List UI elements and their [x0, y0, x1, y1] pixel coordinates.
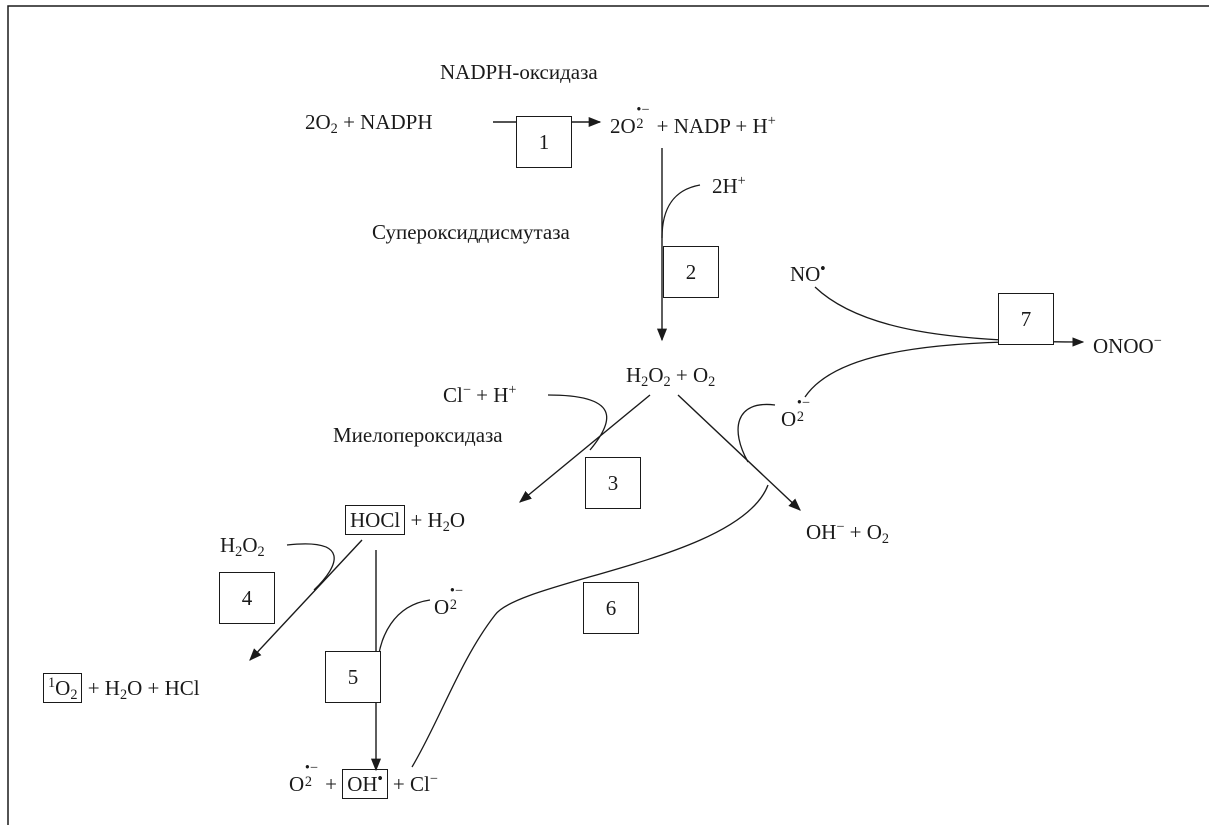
h2o2-left: H2O2 [220, 533, 265, 560]
reactant-o2-nadph: 2O2 + NADPH [305, 110, 433, 137]
step-5-box: 5 [325, 651, 381, 703]
hydroxyl-radical-boxed: OH• [342, 769, 388, 799]
step-4-box: 4 [219, 572, 275, 624]
myeloperoxidase-label: Миелопероксидаза [333, 423, 503, 447]
step-7-box: 7 [998, 293, 1054, 345]
singlet-oxygen-products: 1O2 + H2O + HCl [43, 672, 200, 703]
arrow-step-4 [249, 539, 363, 661]
curve-superoxide-step-5 [376, 599, 431, 673]
curve-superoxide-right [737, 403, 776, 463]
superoxide-right: O•−2 [781, 395, 810, 431]
curve-step-6 [411, 484, 769, 768]
product-superoxide-nadp: 2O•−2 + NADP + H+ [610, 102, 776, 138]
singlet-oxygen-boxed: 1O2 [43, 672, 83, 703]
bottom-products: O•−2 + OH• + Cl− [289, 761, 438, 799]
nadph-oxidase-label: NADPH-оксидаза [440, 60, 598, 84]
superoxide-dismutase-label: Супероксиддисмутаза [372, 220, 570, 244]
curve-superoxide-to-onoo [804, 341, 1006, 398]
two-h-plus: 2H+ [712, 173, 746, 198]
hydroxide-plus-o2: OH− + O2 [806, 519, 890, 547]
step-3-box: 3 [585, 457, 641, 509]
arrow-to-oh-minus [677, 394, 801, 511]
curve-h2o2-left [286, 543, 335, 591]
superoxide-step-5: O•−2 [434, 583, 463, 619]
arrow-step-3 [519, 394, 651, 503]
chloride-plus-proton: Cl− + H+ [443, 382, 517, 407]
step-6-box: 6 [583, 582, 639, 634]
curve-cl-h-plus [547, 394, 608, 451]
curve-2h-plus [661, 184, 701, 239]
hocl-boxed: HOCl [345, 505, 406, 535]
frame-border [7, 5, 1209, 825]
h2o2-plus-o2: H2O2 + O2 [626, 363, 716, 390]
step-1-box: 1 [516, 116, 572, 168]
hocl-plus-h2o: HOCl + H2O [345, 505, 465, 535]
step-2-box: 2 [663, 246, 719, 298]
peroxynitrite: ONOO− [1093, 333, 1162, 358]
nitric-oxide-radical: NO• [790, 261, 826, 286]
